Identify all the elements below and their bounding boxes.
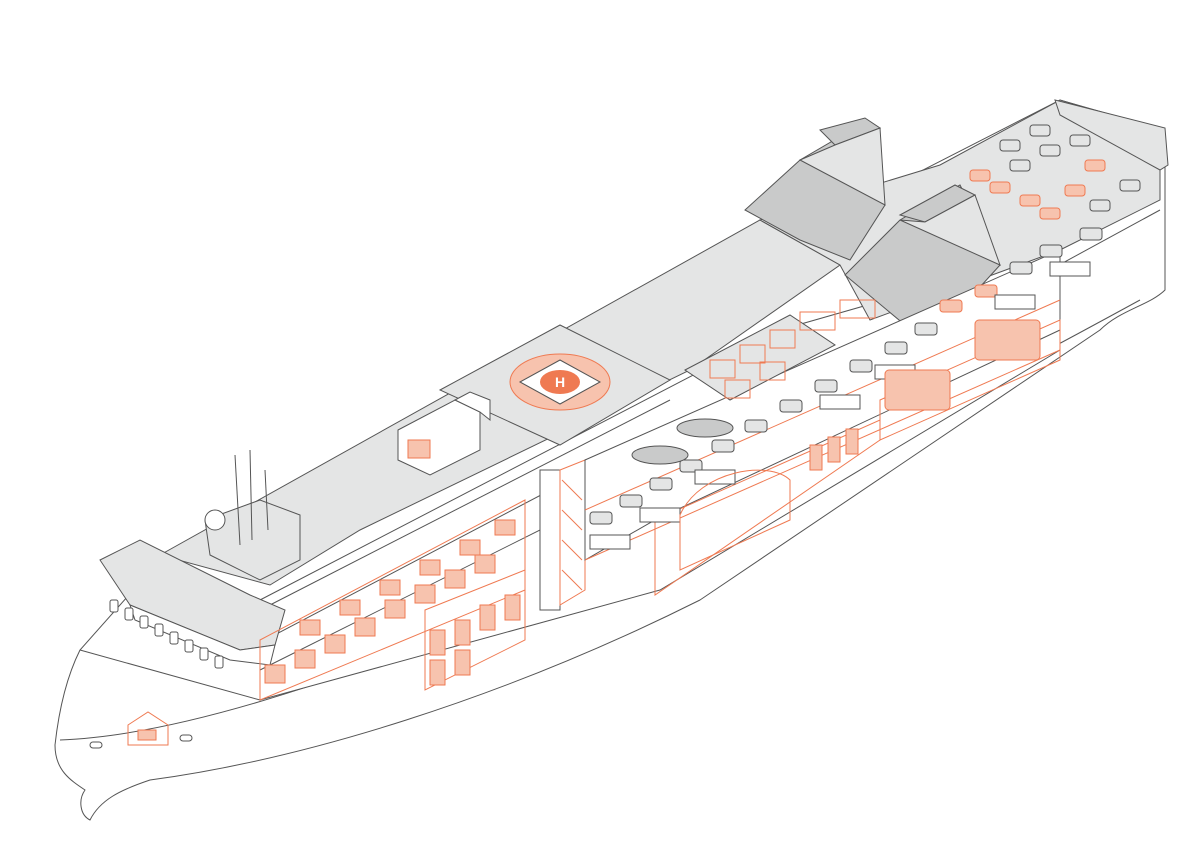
engine-room bbox=[679, 319, 1061, 571]
restaurant bbox=[684, 299, 876, 401]
stairwell bbox=[539, 459, 586, 611]
storage-holds bbox=[424, 569, 526, 691]
deck-windows bbox=[259, 399, 671, 671]
helipad-letter: H bbox=[555, 374, 565, 390]
bridge bbox=[99, 499, 301, 666]
lifeboats bbox=[631, 418, 734, 465]
bow-windows bbox=[89, 599, 224, 749]
stern-ramp bbox=[1054, 99, 1169, 171]
mast bbox=[234, 449, 269, 546]
deckhouse bbox=[397, 391, 491, 476]
bow-thruster-room bbox=[127, 711, 169, 746]
orange-cars bbox=[939, 159, 1106, 313]
helipad: H bbox=[438, 324, 672, 446]
funnel-forward bbox=[744, 117, 886, 261]
cars bbox=[589, 124, 1141, 525]
